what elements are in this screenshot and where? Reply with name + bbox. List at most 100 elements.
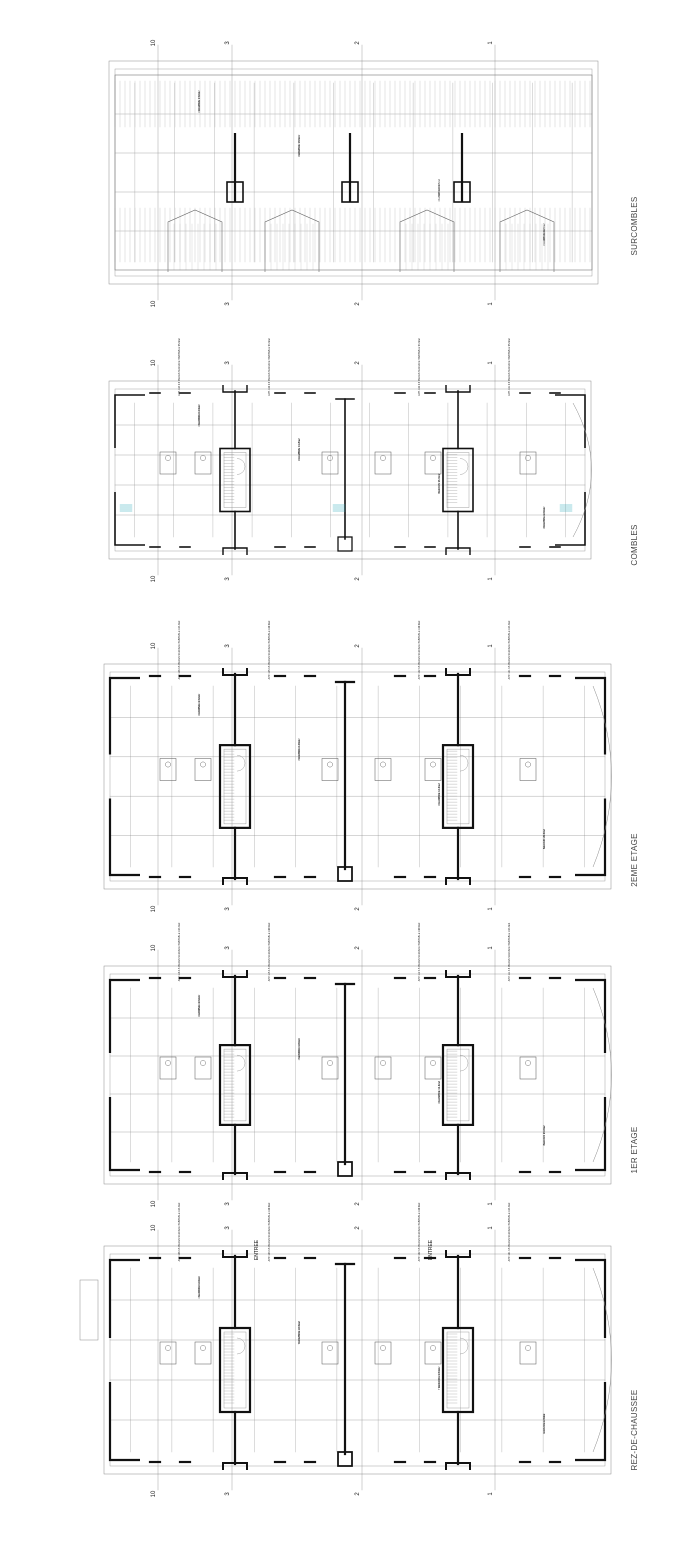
room-label: BALCON 25.0m2 bbox=[542, 1125, 546, 1146]
exterior-wall bbox=[108, 978, 140, 1053]
core-cap bbox=[222, 1172, 248, 1180]
room-label: CHAMBRE 14.2m2 bbox=[197, 693, 201, 716]
core-cap bbox=[445, 385, 471, 393]
room-label: CHAMBRE 14.4m2 bbox=[197, 404, 201, 427]
central-pier bbox=[337, 1451, 353, 1467]
bathroom-outline bbox=[159, 758, 177, 781]
wc-fixture bbox=[380, 455, 386, 461]
apartment-label: APP. 111 4.5 PIECES SURFACE HABITABLE 10… bbox=[508, 922, 511, 981]
axis-label: 2 bbox=[355, 1492, 361, 1496]
apartment-label: APP. 125 4.5 PIECES SURFACE HABITABLE 10… bbox=[268, 620, 271, 679]
core-cap bbox=[445, 1172, 471, 1180]
exterior-wall bbox=[108, 1097, 140, 1172]
axis-label: 3 bbox=[225, 644, 231, 648]
axis-label: 10 bbox=[151, 1490, 157, 1497]
room-label: CHAMBRE 11.4m2 bbox=[437, 1081, 441, 1104]
axis-label: 1 bbox=[488, 1226, 494, 1230]
apartment-label: APP. 106 4.5 PIECES SURFACE HABITABLE 10… bbox=[178, 1202, 181, 1261]
bathroom-outline bbox=[424, 758, 442, 781]
room-label: DOUCHE 3.6m2 bbox=[197, 91, 201, 111]
core-cap bbox=[445, 877, 471, 885]
balcony-arc bbox=[592, 987, 612, 1163]
room-label: CHAMBRE 12.0m2 bbox=[542, 506, 546, 529]
dormer-outline bbox=[499, 209, 555, 272]
axis-label: 10 bbox=[151, 300, 157, 307]
wc-fixture bbox=[430, 1345, 436, 1351]
core-cap bbox=[222, 1250, 248, 1258]
room-label: CUISINE 12.5m2 bbox=[197, 995, 201, 1015]
stair-shaft bbox=[218, 744, 252, 829]
bathroom-outline bbox=[519, 1341, 537, 1365]
floor-title: SURCOMBLES bbox=[630, 196, 639, 255]
bathroom-outline bbox=[321, 758, 339, 781]
slab-outline bbox=[103, 965, 612, 1185]
axis-label: 10 bbox=[151, 1200, 157, 1207]
wc-fixture bbox=[430, 455, 436, 461]
wc-fixture bbox=[200, 455, 206, 461]
wc-fixture bbox=[165, 455, 171, 461]
wc-fixture bbox=[525, 1345, 531, 1351]
bathroom-outline bbox=[519, 758, 537, 781]
axis-label: 2 bbox=[355, 946, 361, 950]
stair-inner bbox=[446, 748, 470, 825]
stair-core bbox=[219, 385, 251, 555]
axis-label: 1 bbox=[488, 41, 494, 45]
core-cap bbox=[222, 877, 248, 885]
axis-label: 1 bbox=[488, 302, 494, 306]
stair-inner bbox=[446, 1048, 470, 1122]
stair-curve bbox=[459, 754, 469, 772]
apartment-label: APP. 131 3.5 PIECES SURFACE HABITABLE 95… bbox=[508, 338, 511, 396]
dormer bbox=[399, 209, 455, 272]
bathroom-outline bbox=[194, 758, 212, 781]
facade-line bbox=[114, 388, 586, 552]
apartment-label: APP. 126 4.5 PIECES SURFACE HABITABLE 10… bbox=[178, 620, 181, 679]
wc-fixture bbox=[380, 1345, 386, 1351]
axis-label: 3 bbox=[225, 1226, 231, 1230]
axis-label: 2 bbox=[355, 577, 361, 581]
central-pier bbox=[337, 1161, 353, 1177]
bathroom-outline bbox=[374, 1056, 392, 1080]
slab-outline bbox=[108, 60, 599, 285]
wc-fixture bbox=[327, 455, 333, 461]
dormer-outline bbox=[399, 209, 455, 272]
bathroom-outline bbox=[194, 1056, 212, 1080]
stair-shaft bbox=[442, 447, 474, 513]
axis-label: 1 bbox=[488, 577, 494, 581]
apartment-label: APP. 132 3.5 PIECES SURFACE HABITABLE 94… bbox=[418, 338, 421, 396]
room-label: SEJOUR 43.6m2 bbox=[542, 829, 546, 849]
axis-label: 3 bbox=[225, 907, 231, 911]
floor-title: REZ-DE-CHAUSSEE bbox=[630, 1390, 639, 1471]
wc-fixture bbox=[327, 1345, 333, 1351]
wc-fixture bbox=[380, 761, 386, 768]
dormer-outline bbox=[167, 209, 223, 272]
exterior-wall bbox=[108, 798, 140, 877]
roof-outline bbox=[114, 74, 593, 271]
exterior-wall bbox=[555, 394, 586, 448]
exterior-wall bbox=[108, 1382, 140, 1462]
bathroom-outline bbox=[424, 451, 442, 475]
axis-label: 3 bbox=[225, 302, 231, 306]
axis-label: 2 bbox=[355, 302, 361, 306]
wc-fixture bbox=[525, 1060, 531, 1066]
facade-line bbox=[109, 671, 606, 882]
room-label: CHAMBRE 15.5m2 bbox=[297, 134, 301, 157]
stair-core bbox=[441, 1250, 475, 1470]
terrace-box bbox=[79, 1279, 99, 1341]
core-cap bbox=[222, 547, 248, 555]
stair-core bbox=[218, 1250, 252, 1470]
wc-fixture bbox=[430, 1060, 436, 1066]
axis-label: 10 bbox=[151, 39, 157, 46]
room-label: CHAMBRE 12.6m2 bbox=[437, 783, 441, 806]
apartment-label: APP. 133 3.5 PIECES SURFACE HABITABLE 94… bbox=[268, 338, 271, 396]
apartment-label: APP. 115 4.5 PIECES SURFACE HABITABLE 10… bbox=[268, 922, 271, 981]
axis-label: 10 bbox=[151, 1224, 157, 1231]
axis-label: 3 bbox=[225, 577, 231, 581]
axis-label: 3 bbox=[225, 1202, 231, 1206]
apartment-label: APP. 101 4.5 PIECES SURFACE HABITABLE 10… bbox=[508, 1202, 511, 1261]
stair-core bbox=[442, 385, 474, 555]
wc-fixture bbox=[525, 761, 531, 768]
slab-outline bbox=[103, 663, 612, 890]
stair-curve bbox=[236, 458, 246, 475]
